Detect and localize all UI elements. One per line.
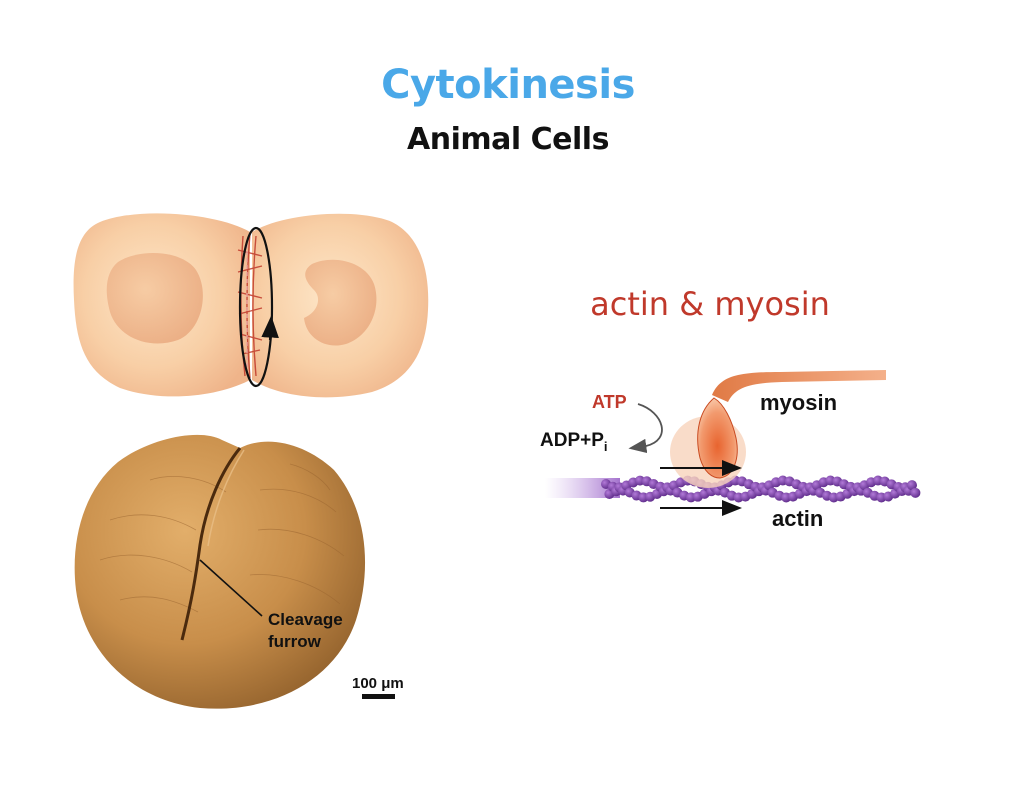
actin-myosin-heading: actin & myosin — [560, 285, 860, 323]
adp-label-subscript: i — [604, 439, 608, 454]
scale-bar — [362, 694, 395, 699]
cleavage-label-line1: Cleavage — [268, 610, 343, 630]
scale-bar-label: 100 μm — [352, 675, 404, 692]
adp-label-text: ADP+P — [540, 430, 604, 451]
actin-filament — [601, 476, 920, 503]
dividing-cell-illustration — [74, 213, 429, 397]
actin-label: actin — [772, 506, 823, 532]
embryo-body — [75, 435, 365, 709]
constriction-arrow — [270, 320, 271, 340]
cleavage-label-line2: furrow — [268, 632, 321, 652]
atp-label: ATP — [592, 392, 627, 413]
actin-bead — [910, 488, 920, 498]
myosin-label: myosin — [760, 390, 837, 416]
atp-hydrolysis-arrow — [632, 404, 662, 448]
myosin-head — [698, 398, 738, 478]
adp-label: ADP+Pi — [540, 430, 608, 454]
cleavage-micrograph — [75, 435, 395, 709]
